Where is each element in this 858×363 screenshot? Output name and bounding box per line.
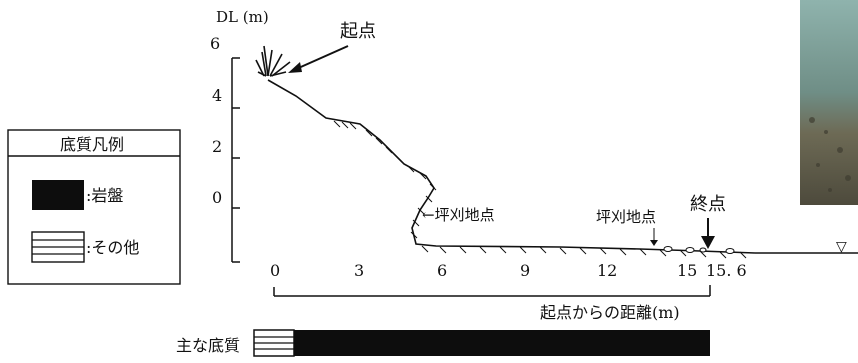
substrate-segment-rock xyxy=(294,330,710,356)
substrate-legend: 底質凡例 :岩盤 :その他 xyxy=(7,129,181,285)
beach-profile: ▽ xyxy=(255,45,858,259)
end-point-label: 終点 xyxy=(690,194,726,215)
water-level-symbol: ▽ xyxy=(836,239,847,255)
y-axis-label: DL (m) xyxy=(216,8,269,26)
legend-title: 底質凡例 xyxy=(60,135,124,154)
legend-label-other: :その他 xyxy=(86,238,139,257)
ground-hatching xyxy=(333,120,747,259)
y-tick-label: 4 xyxy=(212,86,222,105)
x-tick-label: 12 xyxy=(597,261,617,280)
start-point-label: 起点 xyxy=(340,21,376,42)
legend-label-rock: :岩盤 xyxy=(86,186,123,205)
profile-line xyxy=(267,79,756,254)
x-tick-label: 0 xyxy=(270,261,280,280)
x-axis-label: 起点からの距離(m) xyxy=(540,303,680,322)
substrate-bar: 主な底質 xyxy=(176,329,710,357)
x-axis: 0 3 6 9 12 15 15. 6 起点からの距離(m) xyxy=(270,261,747,322)
quadrat-label-left: ←坪刈地点 xyxy=(422,206,495,224)
x-tick-label: 9 xyxy=(520,261,530,280)
x-tick-label: 6 xyxy=(437,261,447,280)
legend-swatch-rock xyxy=(32,180,84,210)
vegetation-icon xyxy=(255,45,291,77)
x-tick-label: 3 xyxy=(354,261,364,280)
substrate-bar-label: 主な底質 xyxy=(176,336,240,355)
quadrat-marker-right: 坪刈地点 xyxy=(596,208,658,246)
x-tick-label: 15 xyxy=(677,261,697,280)
site-photo xyxy=(800,0,858,205)
start-point-marker: 起点 xyxy=(288,21,376,73)
end-point-marker: 終点 xyxy=(690,194,726,249)
y-tick-label: 0 xyxy=(212,188,222,207)
y-axis: DL (m) 6 4 2 0 xyxy=(210,8,269,263)
pebbles xyxy=(663,246,735,254)
y-tick-label: 6 xyxy=(210,34,220,53)
quadrat-label-right: 坪刈地点 xyxy=(596,208,656,226)
x-tick-label: 15. 6 xyxy=(706,261,747,280)
y-tick-label: 2 xyxy=(212,137,222,156)
